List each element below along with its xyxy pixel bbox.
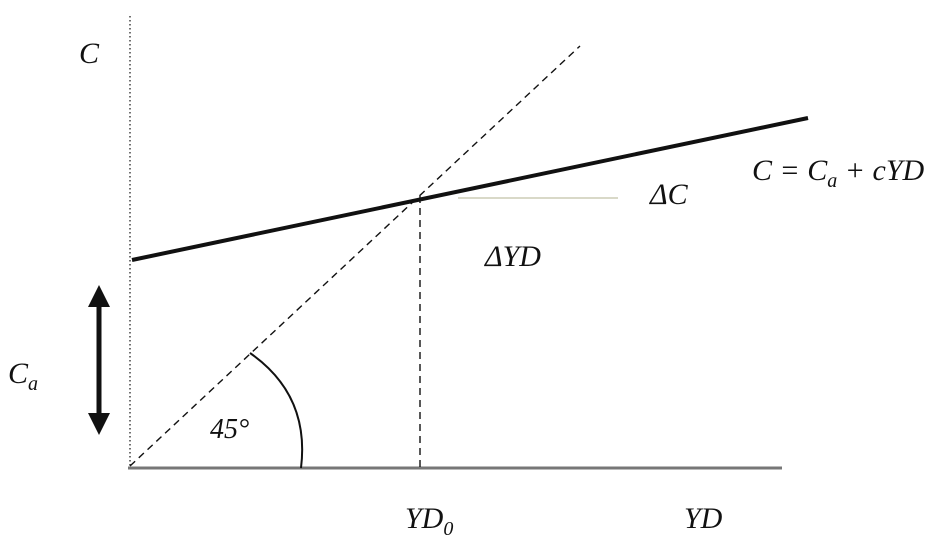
angle-label: 45° <box>210 414 249 445</box>
intercept-arrow <box>88 285 110 435</box>
x-axis-label: YD <box>684 502 723 535</box>
consumption-line <box>131 116 809 262</box>
equation-label: C = Ca + cYD <box>752 154 925 192</box>
yd0-label: YD0 <box>405 502 453 538</box>
y-axis-label: C <box>79 37 100 70</box>
delta-yd-label: ΔYD <box>484 240 541 273</box>
intercept-label: Ca <box>8 357 38 395</box>
delta-c-label: ΔC <box>649 178 689 211</box>
forty-five-degree-line <box>129 45 581 467</box>
angle-arc <box>249 352 304 469</box>
